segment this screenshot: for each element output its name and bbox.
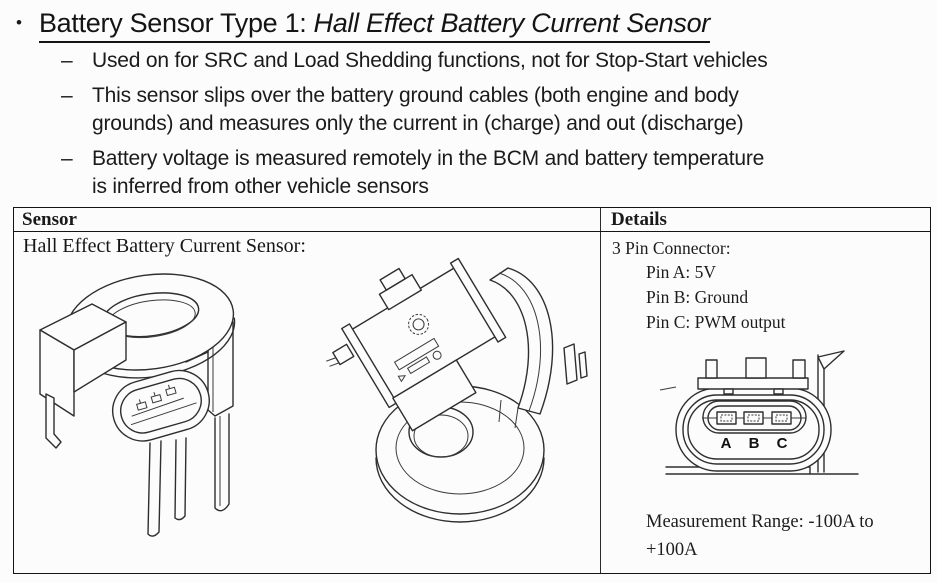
bullet-item-1: – Used on for SRC and Load Shedding func… — [61, 47, 891, 75]
column-header-details: Details — [611, 209, 667, 230]
pin-label-a: A — [721, 435, 732, 452]
bullet-line: grounds) and measures only the current i… — [92, 112, 744, 135]
sensor-cell: Hall Effect Battery Current Sensor: — [14, 232, 601, 573]
dash-icon: – — [61, 147, 73, 170]
bullet-line: is inferred from other vehicle sensors — [92, 175, 429, 198]
column-header-sensor: Sensor — [14, 208, 601, 231]
page-title: Battery Sensor Type 1:Hall Effect Batter… — [38, 6, 711, 43]
dash-icon: – — [61, 84, 73, 107]
pin-label-b: B — [749, 435, 760, 452]
bullet-item-3: – Battery voltage is measured remotely i… — [61, 145, 891, 201]
bullet-text: Battery voltage is measured remotely in … — [92, 145, 891, 201]
bullet-text: Used on for SRC and Load Shedding functi… — [92, 47, 891, 75]
connector-heading: 3 Pin Connector: — [612, 238, 731, 258]
bullet-item-2: – This sensor slips over the battery gro… — [61, 82, 891, 138]
title-row: • Battery Sensor Type 1:Hall Effect Batt… — [16, 6, 710, 43]
table-body-row: Hall Effect Battery Current Sensor: — [14, 232, 930, 573]
details-cell: 3 Pin Connector: Pin A: 5V Pin B: Ground… — [601, 232, 930, 573]
hall-effect-sensor-isometric-view-drawing — [39, 273, 236, 537]
hall-effect-sensor-rotated-view-drawing — [326, 257, 588, 523]
pin-a-spec: Pin A: 5V — [646, 262, 717, 282]
bullet-line: This sensor slips over the battery groun… — [92, 84, 739, 107]
bullet-list: – Used on for SRC and Load Shedding func… — [61, 47, 891, 208]
pin-b-spec: Pin B: Ground — [646, 287, 749, 307]
pin-c-spec: Pin C: PWM output — [646, 312, 786, 332]
sensor-caption: Hall Effect Battery Current Sensor: — [23, 235, 306, 257]
pin-label-c: C — [777, 435, 788, 452]
pin-slots — [716, 411, 792, 425]
table-header-row: Sensor Details — [14, 208, 930, 232]
bullet-text: This sensor slips over the battery groun… — [92, 82, 891, 138]
connector-pin-posts — [136, 384, 177, 411]
title-prefix: Battery Sensor Type 1: — [38, 8, 307, 38]
title-italic: Hall Effect Battery Current Sensor — [313, 8, 711, 38]
bullet-icon: • — [16, 13, 22, 32]
three-pin-connector-diagram: A B C — [659, 350, 859, 475]
dash-icon: – — [61, 49, 73, 72]
measurement-range: Measurement Range: -100A to +100A — [646, 512, 874, 560]
bullet-line: Battery voltage is measured remotely in … — [92, 147, 765, 170]
bullet-line: Used on for SRC and Load Shedding functi… — [92, 49, 768, 72]
sensor-table: Sensor Details Hall Effect Battery Curre… — [13, 207, 931, 574]
